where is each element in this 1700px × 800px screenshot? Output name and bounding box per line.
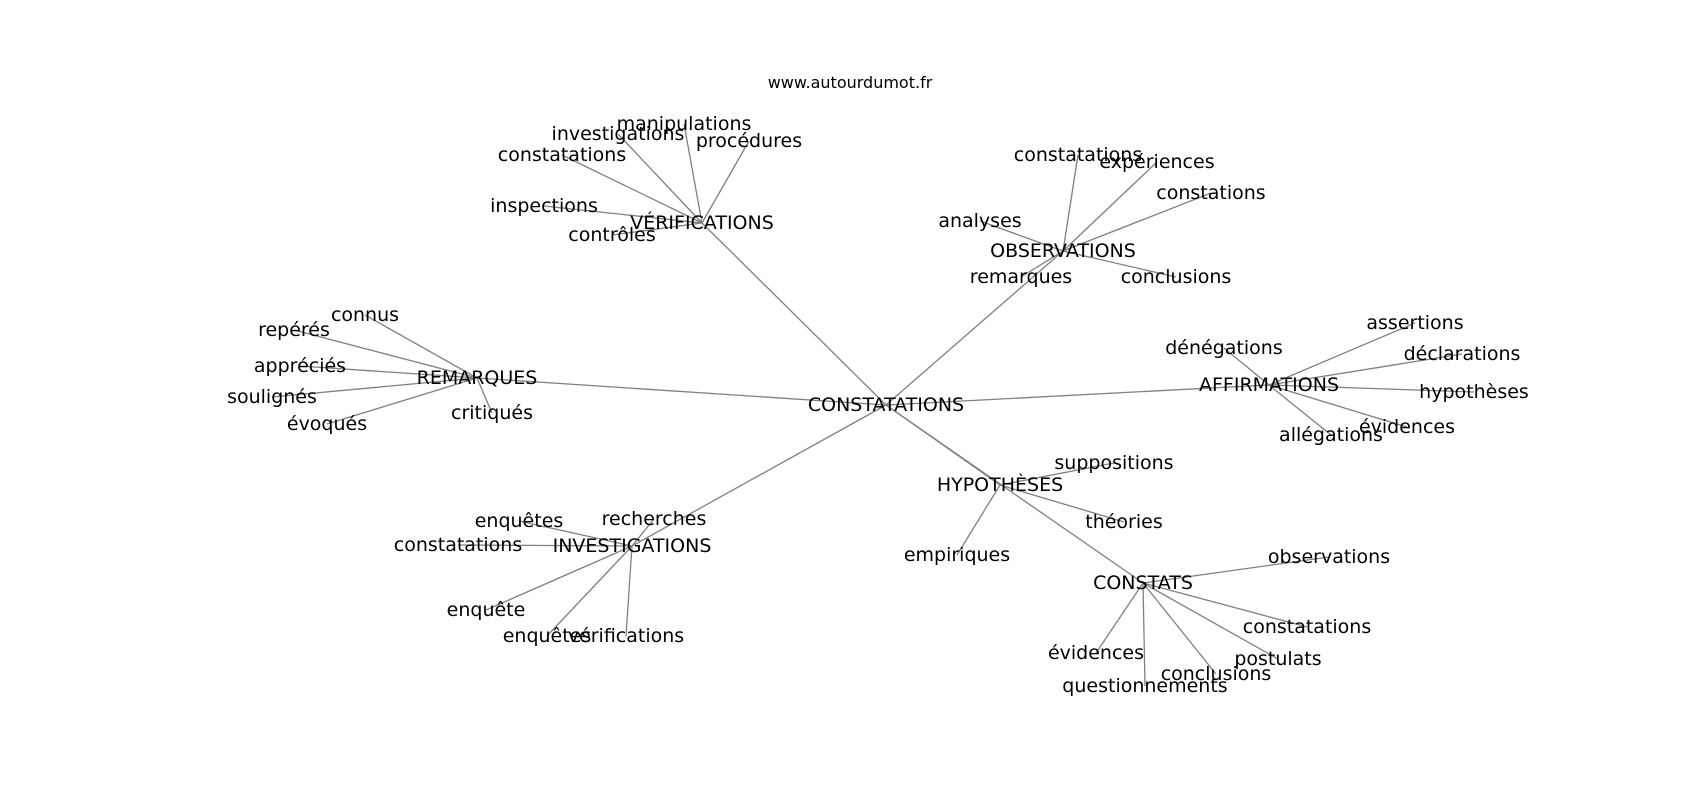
word-node-v-controles[interactable]: contrôles bbox=[568, 224, 655, 246]
edge-investigations-i_enquetes bbox=[518, 520, 633, 547]
word-node-i-enquete[interactable]: enquête bbox=[447, 599, 526, 621]
edge-remarques-r_apprecies bbox=[299, 365, 478, 379]
edge-remarques-r_connus bbox=[364, 314, 478, 379]
hub-node-affirmations[interactable]: AFFIRMATIONS bbox=[1199, 374, 1339, 396]
word-node-a-declarations[interactable]: déclarations bbox=[1404, 343, 1521, 365]
word-node-c-constatations[interactable]: constatations bbox=[1243, 616, 1372, 638]
edge-remarques-r_critiques bbox=[476, 377, 493, 414]
edge-affirmations-a_denegations bbox=[1223, 347, 1270, 386]
word-node-c-postulats[interactable]: postulats bbox=[1234, 648, 1321, 670]
word-node-o-conclusions[interactable]: conclusions bbox=[1121, 266, 1232, 288]
edge-affirmations-a_hypotheses bbox=[1268, 384, 1475, 393]
word-node-i-recherches[interactable]: recherches bbox=[602, 508, 707, 530]
word-node-a-allegations[interactable]: allégations bbox=[1279, 424, 1383, 446]
site-url[interactable]: www.autourdumot.fr bbox=[768, 73, 933, 92]
word-node-o-constatations[interactable]: constatations bbox=[1014, 144, 1143, 166]
edge-constats-c_observations bbox=[1142, 556, 1330, 584]
edge-constatations_root-observations bbox=[885, 250, 1064, 406]
edge-verifications-v_investigations bbox=[617, 133, 703, 224]
word-node-h-suppositions[interactable]: suppositions bbox=[1054, 452, 1173, 474]
edge-affirmations-a_declarations bbox=[1268, 353, 1463, 386]
word-node-o-constations[interactable]: constations bbox=[1156, 182, 1265, 204]
word-node-c-observations[interactable]: observations bbox=[1268, 546, 1390, 568]
word-node-a-assertions[interactable]: assertions bbox=[1366, 312, 1463, 334]
hub-node-hypotheses[interactable]: HYPOTHÈSES bbox=[937, 473, 1063, 496]
hub-node-investigations[interactable]: INVESTIGATIONS bbox=[553, 535, 712, 557]
word-node-r-reperes[interactable]: repérés bbox=[258, 319, 330, 341]
edge-verifications-v_controles bbox=[611, 222, 703, 236]
word-node-i-verifications[interactable]: vérifications bbox=[568, 625, 684, 647]
edge-observations-o_analyses bbox=[979, 220, 1064, 252]
edge-remarques-r_soulignes bbox=[271, 377, 478, 398]
edge-observations-o_constations bbox=[1062, 192, 1212, 252]
edge-investigations-i_enquetes2 bbox=[546, 545, 633, 637]
word-node-c-evidences[interactable]: évidences bbox=[1048, 642, 1144, 664]
edge-hypotheses-h_theories bbox=[999, 484, 1125, 523]
edge-verifications-v_procedures bbox=[701, 140, 750, 224]
graph-labels: CONSTATATIONS VÉRIFICATIONS OBSERVATIONS RE… bbox=[227, 113, 1529, 697]
word-node-a-evidences[interactable]: évidences bbox=[1359, 416, 1455, 438]
edge-investigations-i_verifications bbox=[625, 545, 633, 637]
edge-constats-c_constatations bbox=[1142, 582, 1308, 628]
edge-affirmations-a_evidences bbox=[1268, 384, 1408, 428]
word-node-h-theories[interactable]: théories bbox=[1085, 511, 1162, 533]
word-node-r-critiques[interactable]: critiqués bbox=[451, 402, 533, 424]
edge-observations-o_constatations bbox=[1062, 154, 1079, 252]
edge-remarques-r_evoques bbox=[326, 377, 478, 425]
word-node-i-enquetes[interactable]: enquêtes bbox=[475, 510, 564, 532]
hub-node-constatations-root[interactable]: CONSTATATIONS bbox=[808, 394, 964, 416]
word-node-r-connus[interactable]: connus bbox=[331, 304, 399, 326]
word-node-c-conclusions[interactable]: conclusions bbox=[1161, 663, 1272, 685]
edge-remarques-r_reperes bbox=[293, 329, 478, 379]
edge-constatations_root-verifications bbox=[701, 222, 887, 406]
word-node-o-analyses[interactable]: analyses bbox=[938, 210, 1021, 232]
word-node-v-inspections[interactable]: inspections bbox=[490, 195, 598, 217]
edge-observations-o_remarques bbox=[1020, 250, 1064, 278]
edge-observations-o_conclusions bbox=[1062, 250, 1177, 278]
word-node-h-empiriques[interactable]: empiriques bbox=[904, 544, 1010, 566]
edge-constatations_root-affirmations bbox=[885, 384, 1270, 406]
word-node-r-evoques[interactable]: évoqués bbox=[287, 413, 367, 435]
word-node-v-constatations[interactable]: constatations bbox=[498, 144, 627, 166]
word-node-a-denegations[interactable]: dénégations bbox=[1165, 337, 1282, 359]
edge-hypotheses-h_suppositions bbox=[999, 462, 1115, 486]
word-node-c-questionnements[interactable]: questionnements bbox=[1062, 675, 1227, 697]
edge-constats-c_postulats bbox=[1142, 582, 1279, 660]
edge-constats-c_evidences bbox=[1095, 582, 1144, 654]
word-node-i-enquetes2[interactable]: enquêtes bbox=[503, 625, 592, 647]
edge-constatations_root-remarques bbox=[476, 377, 887, 406]
hub-node-constats[interactable]: CONSTATS bbox=[1093, 572, 1193, 594]
hub-node-verifications[interactable]: VÉRIFICATIONS bbox=[630, 211, 774, 234]
word-node-r-soulignes[interactable]: soulignés bbox=[227, 386, 317, 408]
word-node-o-remarques[interactable]: remarques bbox=[970, 266, 1072, 288]
hub-node-remarques[interactable]: REMARQUES bbox=[417, 367, 538, 389]
edge-hypotheses-h_empiriques bbox=[956, 484, 1001, 556]
edge-verifications-v_constatations bbox=[561, 154, 703, 224]
hub-node-observations[interactable]: OBSERVATIONS bbox=[990, 240, 1136, 262]
edge-investigations-i_enquete bbox=[485, 545, 633, 611]
edge-constatations_root-investigations bbox=[631, 404, 887, 547]
graph-edges bbox=[271, 123, 1475, 687]
word-node-v-procedures[interactable]: procédures bbox=[696, 130, 802, 152]
edge-verifications-v_inspections bbox=[543, 205, 703, 224]
word-node-i-constatations[interactable]: constatations bbox=[394, 534, 523, 556]
edge-investigations-i_recherches bbox=[631, 518, 655, 547]
edge-affirmations-a_assertions bbox=[1268, 322, 1416, 386]
edge-constats-c_questionnements bbox=[1142, 582, 1146, 687]
edge-observations-o_experiences bbox=[1062, 161, 1158, 252]
word-node-r-apprecies[interactable]: appréciés bbox=[254, 355, 346, 377]
edge-constatations_root-constats bbox=[885, 404, 1144, 584]
word-node-a-hypotheses[interactable]: hypothèses bbox=[1419, 381, 1529, 403]
edge-verifications-v_manipulations bbox=[683, 123, 703, 224]
word-node-o-experiences[interactable]: expériences bbox=[1099, 151, 1214, 173]
word-node-v-manipulations[interactable]: manipulations bbox=[617, 113, 752, 135]
word-node-v-investigations[interactable]: investigations bbox=[552, 123, 685, 145]
edge-affirmations-a_allegations bbox=[1268, 384, 1332, 436]
edge-investigations-i_constatations bbox=[457, 544, 633, 547]
edge-constats-c_conclusions bbox=[1142, 582, 1217, 675]
